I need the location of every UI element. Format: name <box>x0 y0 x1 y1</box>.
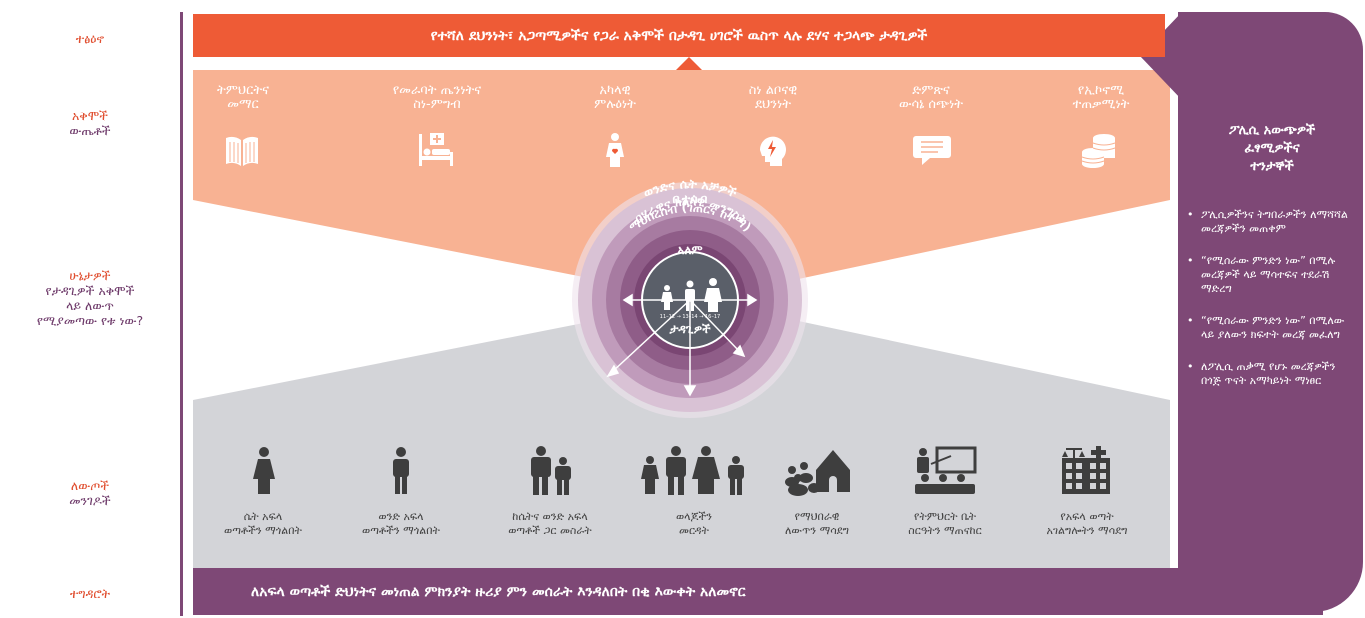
change-empower-boys-line1: ወንድ አፍላ <box>378 510 424 523</box>
change-social-norms: የማህበራዊ ለውጥን ማሳደግ <box>742 510 892 538</box>
policy-list-item: ፖሊሲዎችንና ትግበራዎችን ለማሻሻል መረጃዎችን መጠቀም <box>1187 208 1357 236</box>
man-boy-icon <box>531 446 571 495</box>
family-icon <box>641 446 744 495</box>
policy-panel <box>1178 12 1363 612</box>
outcome-economic: የኢኮኖሚ ተጠቃሚነት <box>1036 84 1166 112</box>
head-mind-icon <box>759 136 786 166</box>
impact-label: ተፅዕኖ <box>75 31 105 46</box>
coins-icon <box>1081 134 1116 168</box>
change-empower-girls-line1: ሴት አፍላ <box>243 510 283 523</box>
change-support-parents-line1: ወላጆችን <box>675 510 713 523</box>
change-support-parents-line2: መርዳት <box>679 524 709 537</box>
conditions-label-line4: የሚያመጣው የቱ ነው? <box>36 313 144 328</box>
outcome-health-line1: የመራባት ጤንነትና <box>392 83 482 98</box>
policy-title-line1: ፖሊሲ አውጭዎች <box>1228 123 1316 138</box>
change-empower-girls-line2: ወጣቶችን ማጎልበት <box>224 524 302 537</box>
pathways-label: ለውጦች መንገዶች <box>0 478 180 508</box>
changes-region <box>193 300 1170 568</box>
justice-health-building-icon <box>1062 446 1110 494</box>
challenge-label: ተግዳሮት <box>69 586 111 601</box>
challenge-banner: ለአፍላ ወጣቶች ድህነትና መነጠል ምክንያት ዙሪያ ምን መሰራት እ… <box>193 568 1323 615</box>
change-empower-boys: ወንድ አፍላ ወጣቶችን ማጎልበት <box>326 510 476 538</box>
book-icon <box>226 136 258 166</box>
outcome-psychosocial: ስነ ልቦናዊ ደህንነት <box>708 84 838 112</box>
adolescents-label: ታዳጊዎች <box>669 322 711 336</box>
outcomes-label-line1: አቅሞች <box>71 108 108 123</box>
outcome-education-line2: መማር <box>227 97 259 112</box>
adolescents-icon <box>661 278 722 312</box>
impact-banner: የተሻለ ደህንነት፣ አጋጣሚዎችና የጋራ አቅሞች በታዳጊ ሀገሮች ዉ… <box>193 14 1165 57</box>
outcomes-label: አቅሞች ውጤቶች <box>0 108 180 138</box>
age-ranges-label: 11–12 → 13–14 → 16–17 <box>660 314 720 320</box>
change-social-norms-line1: የማህበራዊ <box>794 510 840 523</box>
teacher-classroom-icon <box>915 446 977 494</box>
policy-title-line3: ተንታኞች <box>1250 159 1294 174</box>
policy-list-item: “የሚሰራው ምንድን ነው” በሚለው ላይ ያለውን ክፍተት መረጃ መፈ… <box>1187 314 1357 342</box>
outcome-economic-line2: ተጠቃሚነት <box>1072 97 1130 112</box>
hospital-bed-icon <box>419 133 453 166</box>
outcome-bodily-integrity: አካላዊ ምሉዕነት <box>550 84 680 112</box>
outcomes-label-line2: ውጤቶች <box>69 123 111 138</box>
pathways-label-line2: መንገዶች <box>69 493 111 508</box>
change-adolescent-services: የአፍላ ወጣት አገልግሎትን ማሳደግ <box>1012 510 1162 538</box>
conditions-label-line1: ሁኔታዎች <box>69 268 111 283</box>
change-adolescent-services-line1: የአፍላ ወጣት <box>1060 510 1114 523</box>
outcome-economic-line1: የኢኮኖሚ <box>1077 83 1125 98</box>
boy-icon <box>393 447 409 494</box>
policy-list-item: “የሚሰራው ምንድን ነው” በሚሉ መረጃዎች ላይ ማሳተፍና ተደራሽ … <box>1187 254 1357 296</box>
ring-family-label: ቤተሰብ <box>673 191 708 206</box>
conditions-label-line2: የታዳጊዎች አቅሞች <box>45 283 135 298</box>
ring-arrows <box>606 293 758 397</box>
outcome-bodily-integrity-line2: ምሉዕነት <box>594 97 636 112</box>
outcome-health-line2: ስነ-ምግብ <box>413 97 461 112</box>
speech-bubble-icon <box>913 136 951 165</box>
change-work-with-adolescents: ከሴትና ወንድ አፍላ ወጣቶች ጋር መስራት <box>475 510 625 538</box>
policy-panel-title: ፖሊሲ አውጭዎች ፈፃሚዎችና ተንታኞች <box>1186 122 1358 176</box>
change-work-with-adolescents-line2: ወጣቶች ጋር መስራት <box>508 524 592 537</box>
outcome-education-line1: ትምህርትና <box>217 83 269 98</box>
change-empower-girls: ሴት አፍላ ወጣቶችን ማጎልበት <box>188 510 338 538</box>
change-social-norms-line2: ለውጥን ማሳደግ <box>784 524 850 537</box>
change-work-with-adolescents-line1: ከሴትና ወንድ አፍላ <box>512 510 588 523</box>
impact-banner-notch <box>676 57 702 70</box>
change-empower-boys-line2: ወጣቶችን ማጎልበት <box>362 524 440 537</box>
outcome-bodily-integrity-line1: አካላዊ <box>599 83 631 98</box>
change-adolescent-services-line2: አገልግሎትን ማሳደግ <box>1046 524 1128 537</box>
girl-heart-icon <box>606 133 624 167</box>
policy-title-line2: ፈፃሚዎችና <box>1244 141 1300 156</box>
conditions-label: ሁኔታዎች የታዳጊዎች አቅሞች ላይ ለውጥ የሚያመጣው የቱ ነው? <box>0 268 180 328</box>
ring-world-label: አለም <box>677 243 702 257</box>
left-divider <box>180 12 183 616</box>
change-school-systems: የትምህርት ቤት ስርዓትን ማጠናከር <box>870 510 1020 538</box>
outcome-voice-line2: ውሳኔ ሰጭነት <box>898 97 964 112</box>
conditions-label-line3: ላይ ለውጥ <box>66 298 114 313</box>
policy-list-item: ለፖሊሲ ጠቃሚ የሆኑ መረጃዎችን በጎጅ ጥናት አማካይነት ማነፀር <box>1187 360 1357 388</box>
pathways-label-line1: ለውጦች <box>70 478 110 493</box>
outcome-psychosocial-line1: ስነ ልቦናዊ <box>748 83 798 98</box>
change-school-systems-line1: የትምህርት ቤት <box>913 510 977 523</box>
outcome-voice-line1: ድምጽና <box>912 83 950 98</box>
change-support-parents: ወላጆችን መርዳት <box>619 510 769 538</box>
outcome-psychosocial-line2: ደህንነት <box>754 97 792 112</box>
outcome-health: የመራባት ጤንነትና ስነ-ምግብ <box>372 84 502 112</box>
girl-icon <box>253 447 275 494</box>
outcome-education: ትምህርትና መማር <box>178 84 308 112</box>
community-house-icon <box>785 450 850 496</box>
change-school-systems-line2: ስርዓትን ማጠናከር <box>908 524 982 537</box>
outcome-voice: ድምጽና ውሳኔ ሰጭነት <box>866 84 996 112</box>
policy-list: ፖሊሲዎችንና ትግበራዎችን ለማሻሻል መረጃዎችን መጠቀም “የሚሰራው… <box>1187 208 1357 406</box>
